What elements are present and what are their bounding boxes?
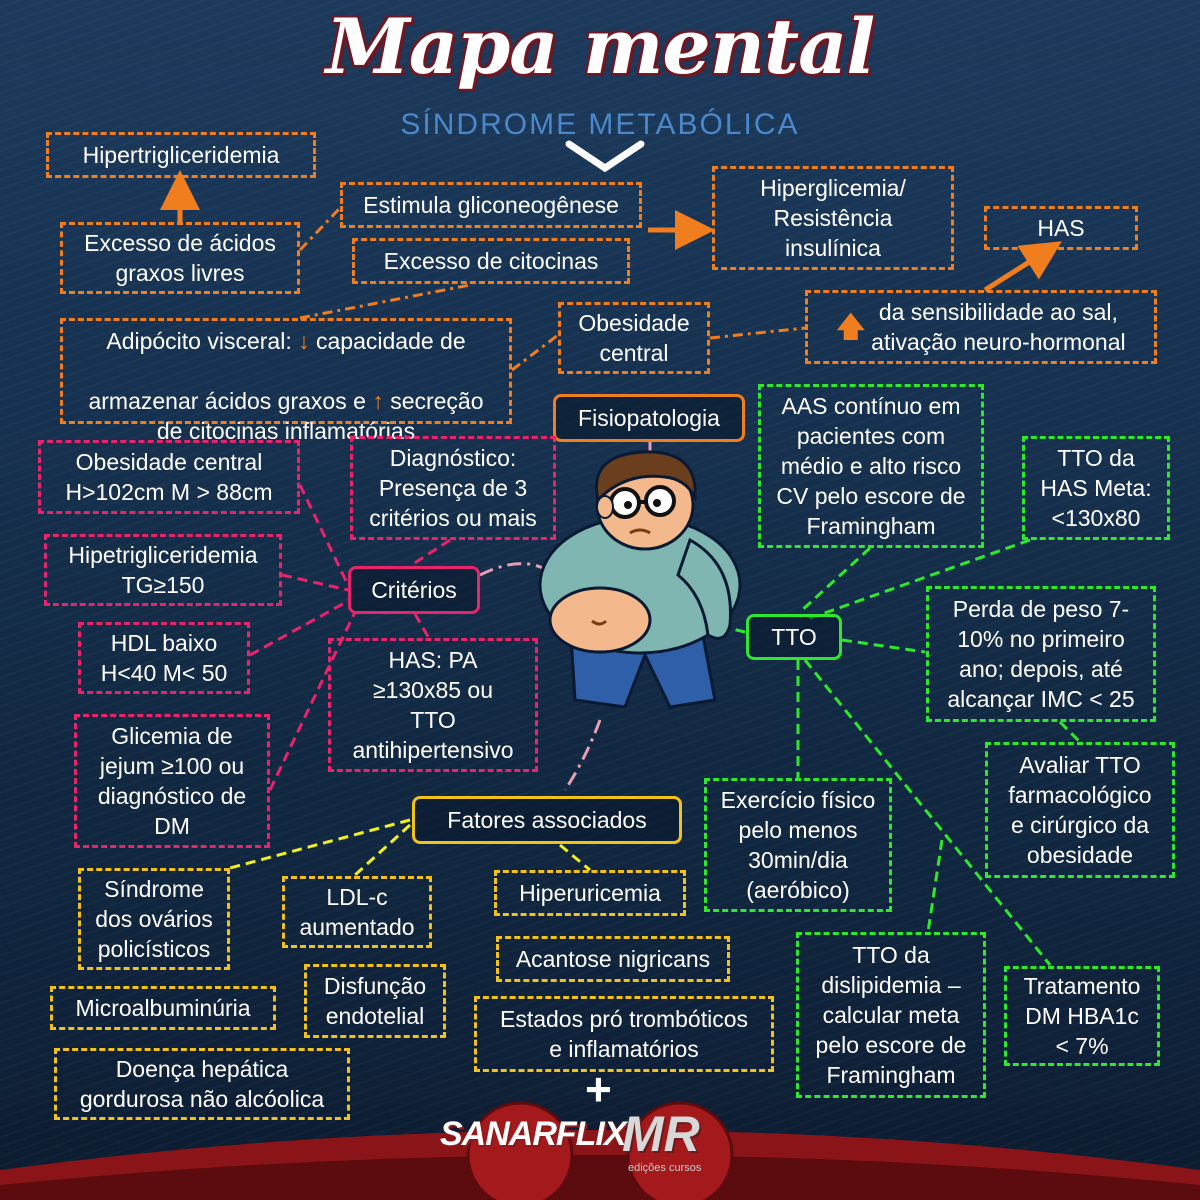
tto-hub: TTO bbox=[746, 614, 842, 660]
adipocito-text-c: armazenar ácidos graxos e bbox=[88, 388, 366, 414]
estimula-gliconeogenese-node: Estimula gliconeogênese bbox=[340, 182, 642, 228]
sop-node: Síndrome dos ovários policísticos bbox=[78, 868, 230, 970]
adipocito-line-3: de citocinas inflamatórias bbox=[156, 418, 416, 444]
dislipidemia-node: TTO da dislipidemia – calcular meta pelo… bbox=[796, 932, 986, 1098]
adipocito-text-a: Adipócito visceral: bbox=[106, 328, 292, 354]
adipocito-line-1: Adipócito visceral: ↓ capacidade de bbox=[106, 296, 465, 356]
mr-logo-subtext: edições cursos bbox=[628, 1162, 702, 1174]
acantose-node: Acantose nigricans bbox=[496, 936, 730, 982]
excesso-citocinas-node: Excesso de citocinas bbox=[352, 238, 630, 284]
disfuncao-endotelial-node: Disfunção endotelial bbox=[304, 964, 446, 1038]
adipocito-line-2: armazenar ácidos graxos e ↑ secreção bbox=[88, 356, 483, 416]
sensibilidade-sal-text: da sensibilidade ao sal, ativação neuro-… bbox=[871, 299, 1126, 355]
criterio-obesidade-central-node: Obesidade central H>102cm M > 88cm bbox=[38, 440, 300, 514]
ldl-node: LDL-c aumentado bbox=[282, 876, 432, 948]
has-node: HAS bbox=[984, 206, 1138, 250]
hiperglicemia-node: Hiperglicemia/ Resistência insulínica bbox=[712, 166, 954, 270]
footer-wave bbox=[0, 1101, 1200, 1200]
obesidade-central-node: Obesidade central bbox=[558, 302, 710, 374]
criterio-glicemia-node: Glicemia de jejum ≥100 ou diagnóstico de… bbox=[74, 714, 270, 848]
criterio-hdl-node: HDL baixo H<40 M< 50 bbox=[78, 622, 250, 694]
criterio-hipetrigliceridemia-node: Hipetrigliceridemia TG≥150 bbox=[44, 534, 282, 606]
hipertrigliceridemia-node: Hipertrigliceridemia bbox=[46, 132, 316, 178]
page-title: Mapa mental bbox=[325, 2, 875, 91]
perda-peso-node: Perda de peso 7- 10% no primeiro ano; de… bbox=[926, 586, 1156, 722]
excesso-acidos-graxos-node: Excesso de ácidos graxos livres bbox=[60, 222, 300, 294]
hiperuricemia-node: Hiperuricemia bbox=[494, 870, 686, 916]
plus-icon: + bbox=[585, 1063, 612, 1115]
sensibilidade-sal-node: 🡅 da sensibilidade ao sal, ativação neur… bbox=[805, 290, 1157, 364]
tto-has-node: TTO da HAS Meta: <130x80 bbox=[1022, 436, 1170, 540]
adipocito-text-d: secreção bbox=[390, 388, 484, 414]
exercicio-node: Exercício físico pelo menos 30min/dia (a… bbox=[704, 778, 892, 912]
adipocito-text-b: capacidade de bbox=[316, 328, 466, 354]
microalbuminuria-node: Microalbuminúria bbox=[50, 986, 276, 1030]
estados-pro-tromboticos-node: Estados pró trombóticos e inflamatórios bbox=[474, 996, 774, 1072]
page-subtitle: SÍNDROME METABÓLICA bbox=[400, 108, 800, 141]
sanarflix-logo: SANARFLIX bbox=[440, 1115, 627, 1153]
mr-logo: MR bbox=[622, 1106, 700, 1162]
adipocito-visceral-node: Adipócito visceral: ↓ capacidade de arma… bbox=[60, 318, 512, 444]
arrow-down-icon: ↓ bbox=[291, 328, 316, 354]
arrow-up-icon: ↑ bbox=[365, 388, 391, 414]
avaliar-tto-node: Avaliar TTO farmacológico e cirúrgico da… bbox=[985, 742, 1175, 878]
tratamento-dm-node: Tratamento DM HBA1c < 7% bbox=[1004, 966, 1160, 1066]
doenca-hepatica-node: Doença hepática gordurosa não alcóolica bbox=[54, 1048, 350, 1120]
criterios-hub: Critérios bbox=[348, 566, 480, 614]
aas-node: AAS contínuo em pacientes com médio e al… bbox=[758, 384, 984, 548]
obese-character-illustration bbox=[538, 450, 742, 709]
diagnostico-node: Diagnóstico: Presença de 3 critérios ou … bbox=[350, 436, 556, 540]
fisiopatologia-hub: Fisiopatologia bbox=[553, 394, 745, 442]
fatores-associados-hub: Fatores associados bbox=[412, 796, 682, 844]
chevron-down-icon bbox=[565, 140, 645, 173]
arrow-up-icon: 🡅 bbox=[836, 311, 866, 342]
criterio-has-node: HAS: PA ≥130x85 ou TTO antihipertensivo bbox=[328, 638, 538, 772]
